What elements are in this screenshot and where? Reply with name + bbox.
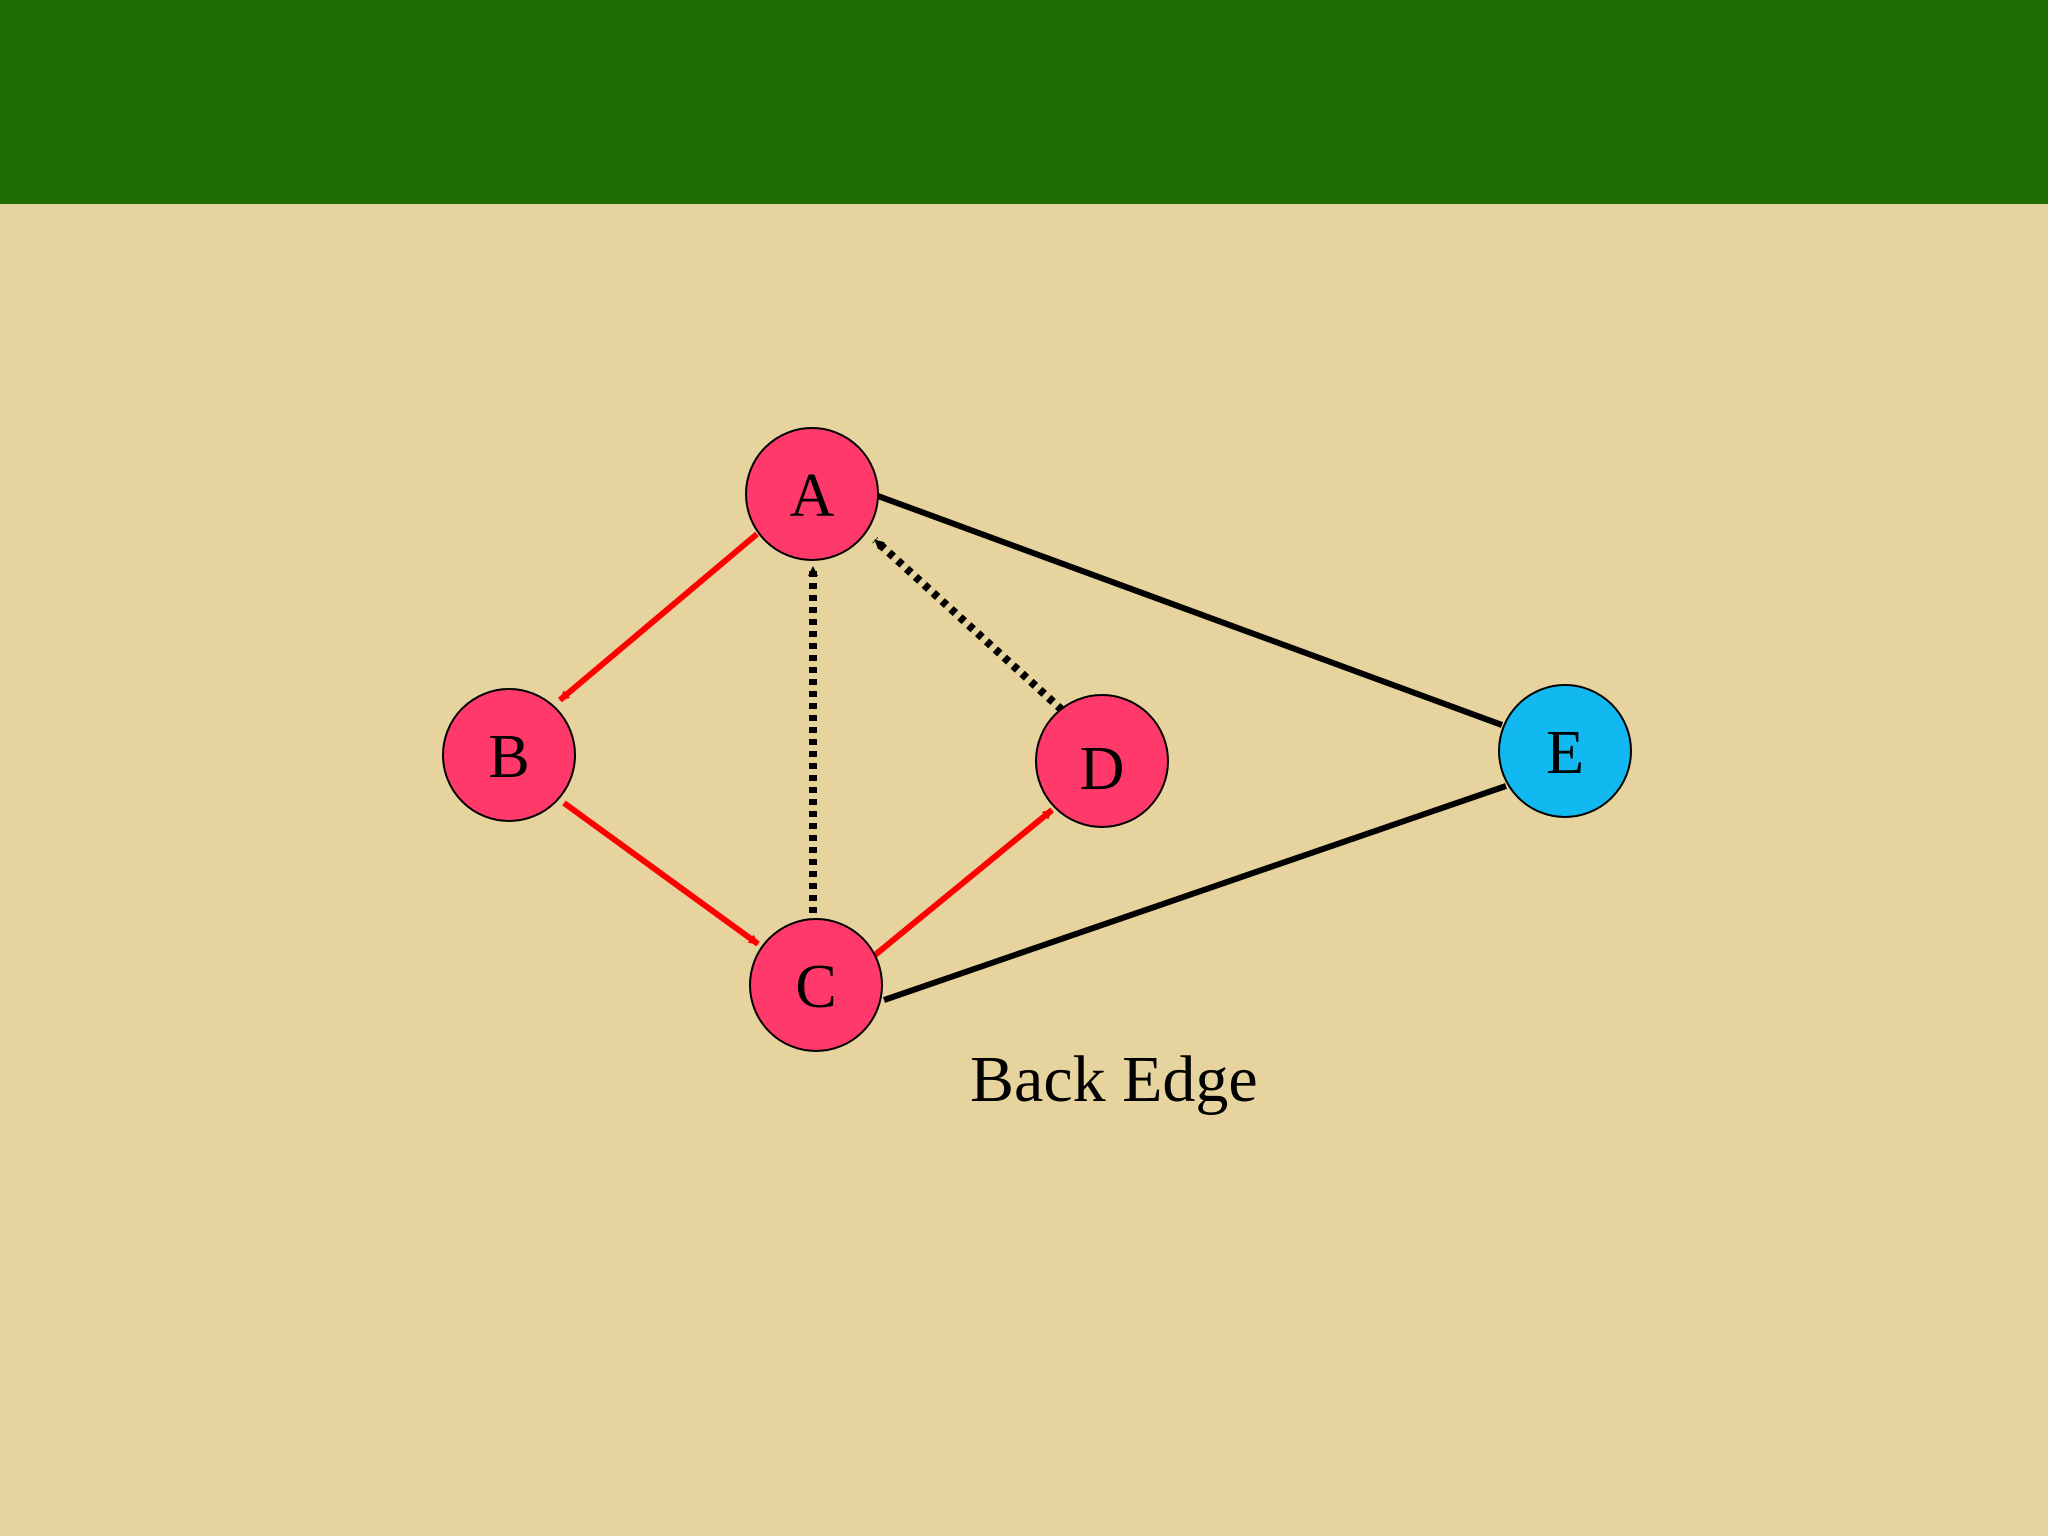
- node-b: B: [442, 688, 576, 822]
- header-band: [0, 0, 2048, 204]
- node-c-circle: [749, 918, 883, 1052]
- edge-c-to-d: [873, 807, 1054, 958]
- node-e-label: E: [1546, 719, 1584, 787]
- node-b-label: B: [488, 723, 529, 791]
- node-b-circle: [442, 688, 576, 822]
- node-c-label: C: [795, 953, 836, 1021]
- caption-back-edge: Back Edge: [970, 1043, 1258, 1116]
- edge-b-to-c: [562, 800, 760, 947]
- edge-d-to-a-back: [872, 537, 1065, 713]
- node-e: E: [1498, 684, 1632, 818]
- edge-a-to-b: [558, 531, 759, 703]
- node-a-label: A: [790, 462, 835, 530]
- node-d: D: [1035, 694, 1169, 828]
- node-c: C: [749, 918, 883, 1052]
- node-a-circle: [745, 427, 879, 561]
- edge-a-to-e: [876, 493, 1504, 728]
- edge-c-to-e: [883, 783, 1507, 1003]
- node-e-circle: [1498, 684, 1632, 818]
- node-d-label: D: [1080, 735, 1125, 803]
- node-d-circle: [1035, 694, 1169, 828]
- node-a: A: [745, 427, 879, 561]
